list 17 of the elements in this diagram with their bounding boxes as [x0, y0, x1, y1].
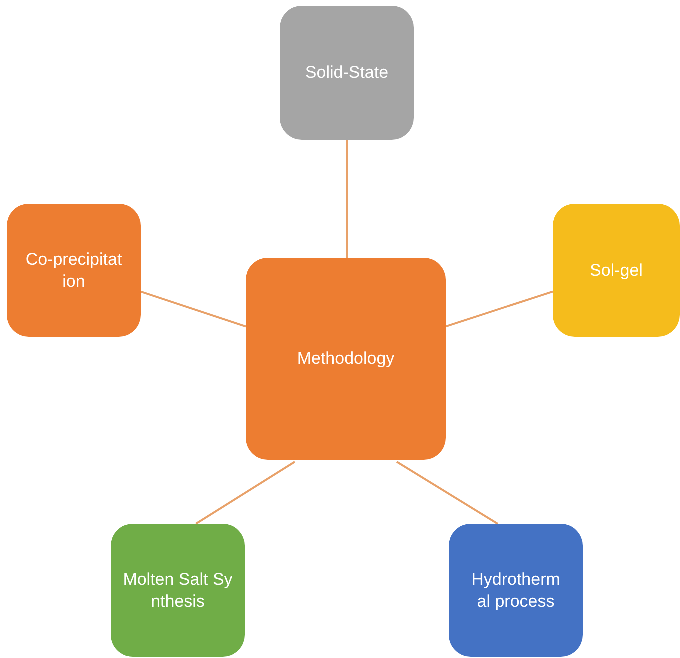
rounded-box [449, 524, 583, 657]
rounded-box [111, 524, 245, 657]
rounded-box [246, 258, 446, 460]
connector-line [396, 461, 498, 525]
rounded-box [7, 204, 141, 337]
connector-line [346, 140, 348, 258]
rounded-box [280, 6, 414, 140]
node-label: Hydrothermal process [470, 569, 562, 612]
node-label: Sol-gel [590, 260, 643, 282]
node-label: Methodology [297, 348, 395, 370]
node-label: Molten Salt Synthesis [122, 569, 234, 612]
node-label: Solid-State [305, 62, 389, 84]
connector-line [140, 290, 246, 328]
rounded-box [553, 204, 680, 337]
node-label: Co-precipitation [25, 249, 123, 292]
connector-line [196, 461, 296, 525]
connector-line [446, 290, 554, 328]
